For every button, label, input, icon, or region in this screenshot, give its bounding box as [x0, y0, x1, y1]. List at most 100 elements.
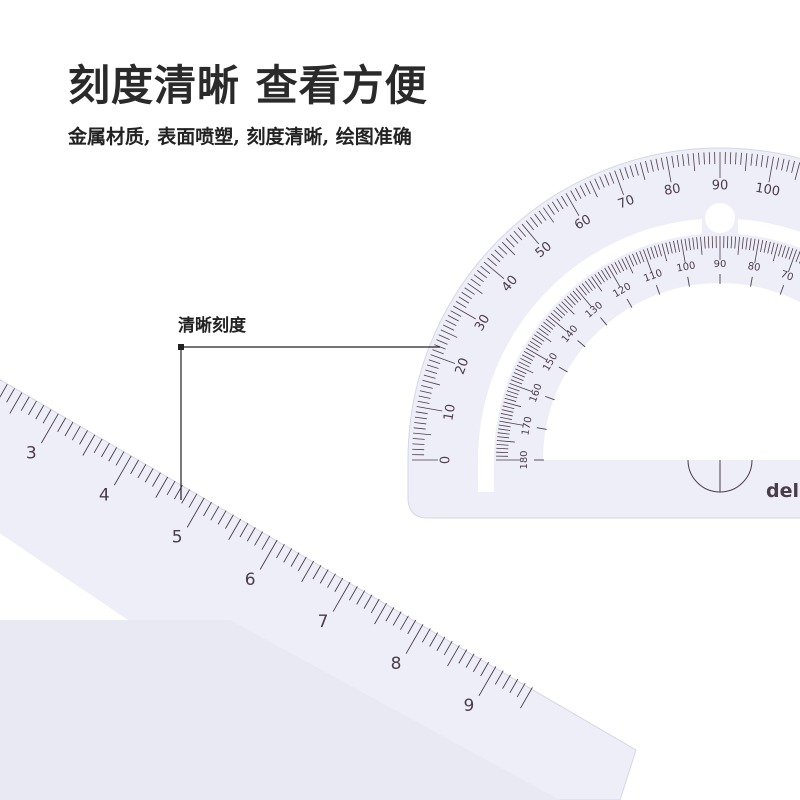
outer-tick — [477, 270, 487, 279]
outer-tick — [447, 315, 459, 322]
inner-tick — [763, 240, 767, 253]
inner-scale-label: 180 — [519, 450, 530, 469]
outer-tick — [604, 174, 610, 186]
outer-tick — [415, 411, 428, 415]
outer-tick — [676, 154, 680, 167]
inner-tick — [520, 357, 532, 365]
ruler-tick — [228, 518, 242, 540]
outer-tick — [650, 159, 654, 172]
inner-tick — [676, 240, 680, 252]
inner-major-tick — [600, 317, 608, 326]
ruler-tick — [429, 632, 439, 647]
ruler-tick — [152, 472, 161, 487]
outer-tick — [438, 334, 450, 340]
inner-tick — [540, 324, 551, 333]
inner-tick — [632, 253, 638, 266]
inner-tick — [594, 274, 602, 285]
outer-tick — [487, 257, 497, 267]
inner-tick — [760, 240, 764, 252]
inner-tick — [734, 236, 737, 249]
inner-tick — [588, 278, 596, 289]
outer-scale-label: 10 — [441, 403, 459, 422]
inner-tick — [536, 331, 552, 343]
inner-tick — [643, 249, 652, 273]
inner-tick — [600, 269, 608, 281]
ruler-tick — [447, 645, 460, 667]
protractor-hole — [705, 203, 735, 233]
inner-tick — [538, 328, 549, 336]
outer-tick — [412, 438, 425, 440]
ruler-tick — [35, 405, 45, 420]
inner-tick — [581, 283, 590, 294]
inner-tick — [700, 236, 703, 255]
ruler-tick — [400, 615, 409, 630]
outer-tick — [750, 153, 753, 166]
outer-tick — [461, 291, 472, 300]
inner-scale-label: 70 — [779, 269, 795, 284]
inner-tick — [515, 368, 527, 375]
outer-tick — [414, 422, 427, 425]
ruler-tick — [348, 586, 358, 601]
outer-tick — [556, 198, 564, 210]
ruler-tick — [217, 510, 227, 525]
ruler-tick — [312, 565, 322, 580]
inner-tick — [572, 290, 582, 301]
ruler-tick — [332, 581, 351, 612]
outer-tick — [565, 193, 580, 216]
outer-tick — [473, 274, 484, 283]
outer-tick — [551, 201, 560, 212]
outer-tick — [776, 157, 780, 170]
inner-tick — [767, 241, 771, 254]
outer-scale-label: 0 — [439, 456, 454, 464]
ruler-tick — [472, 657, 482, 673]
outer-scale-label: 100 — [754, 181, 781, 200]
ruler-tick — [108, 447, 118, 462]
ruler-tick — [188, 493, 198, 508]
outer-tick — [450, 310, 462, 317]
outer-tick — [543, 207, 554, 223]
inner-tick — [500, 413, 513, 417]
outer-tick — [423, 374, 436, 379]
inner-tick — [657, 244, 662, 257]
inner-tick — [624, 256, 634, 274]
inner-tick — [680, 239, 686, 264]
outer-tick — [458, 296, 470, 304]
outer-tick — [740, 152, 742, 165]
outer-tick — [426, 364, 439, 369]
ruler-tick — [203, 501, 212, 517]
outer-tick — [703, 152, 705, 165]
ruler-scale-label: 3 — [26, 444, 37, 464]
inner-tick — [597, 271, 605, 283]
inner-tick — [654, 245, 659, 258]
ruler-tick — [509, 678, 519, 694]
outer-tick — [501, 241, 516, 256]
inner-tick — [673, 240, 677, 253]
outer-tick — [498, 245, 508, 255]
outer-tick — [561, 195, 568, 207]
ruler-tick — [334, 577, 344, 592]
protractor-slot-right — [738, 219, 800, 248]
ruler-tick — [20, 396, 30, 411]
ruler-tick — [130, 459, 139, 475]
ruler-tick — [478, 666, 497, 697]
ruler-tick — [0, 383, 8, 398]
inner-tick — [749, 238, 752, 251]
inner-tick — [781, 245, 786, 258]
outer-tick — [525, 220, 535, 231]
outer-tick — [483, 261, 505, 280]
outer-tick — [445, 319, 457, 326]
ruler-tick — [82, 434, 96, 456]
outer-tick — [682, 154, 685, 167]
inner-major-tick — [536, 427, 547, 430]
outer-tick — [455, 301, 467, 308]
inner-tick — [752, 238, 756, 251]
outer-tick — [579, 185, 586, 197]
inner-tick — [553, 309, 563, 319]
inner-tick — [529, 340, 541, 348]
outer-tick — [430, 354, 456, 364]
inner-tick — [788, 248, 794, 260]
inner-tick — [550, 312, 561, 322]
ruler-tick — [186, 497, 205, 528]
inner-tick — [650, 246, 655, 259]
